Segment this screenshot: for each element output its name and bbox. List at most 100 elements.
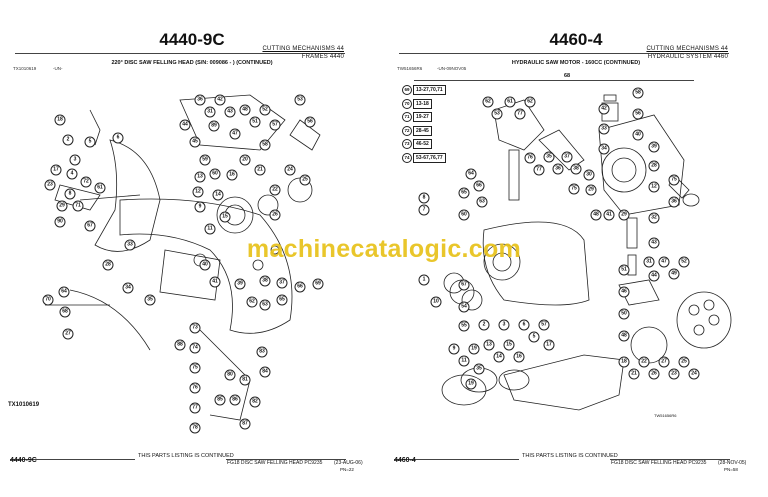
footer-info: FG18 DISC SAW FELLING HEAD PC9235 [227, 460, 323, 466]
figure-label: TW51656R6 [654, 413, 677, 418]
callout-number: 63 [476, 196, 488, 208]
callout-number: 40 [199, 259, 211, 271]
callout-number: 40 [632, 129, 644, 141]
callout-number: 89 [208, 120, 220, 132]
page-title: 4460-4 [549, 30, 603, 49]
footer-date: (23-AUG-06) [334, 460, 363, 466]
callout-number: 12 [648, 181, 660, 193]
callout-number: 22 [638, 356, 650, 368]
callout-number: 47 [229, 128, 241, 140]
callout-number: 45 [189, 136, 201, 148]
footer-date: (28-NOV-05) [718, 460, 747, 466]
callout-number: 29 [618, 209, 630, 221]
callout-number: 51 [618, 264, 630, 276]
callout-number: 77 [514, 108, 526, 120]
callout-number: 76 [189, 382, 201, 394]
footer-pn: PN=22 [340, 467, 354, 472]
callout-number: 86 [229, 394, 241, 406]
callout-number: 16 [226, 169, 238, 181]
callout-number: 65 [276, 294, 288, 306]
callout-number: 29 [585, 184, 597, 196]
figure-subtitle: HYDRAULIC SAW MOTOR - 160CC (CONTINUED) [511, 60, 641, 66]
callout-number: 61 [94, 182, 106, 194]
callout-number: 37 [561, 151, 573, 163]
callout-number: 81 [239, 374, 251, 386]
callout-number: 41 [209, 276, 221, 288]
callout-number: 77 [533, 164, 545, 176]
header-rule [399, 53, 729, 54]
callout-number: 65 [458, 187, 470, 199]
callout-number: 68 [59, 306, 71, 318]
callout-number: 83 [256, 346, 268, 358]
callout-number: 36 [194, 94, 206, 106]
callout-number: 19 [465, 378, 477, 390]
callout-number: 38 [570, 163, 582, 175]
legend-range: 28-45 [413, 125, 432, 136]
callout-number: 36 [552, 163, 564, 175]
callout-number: 42 [598, 103, 610, 115]
callout-number: 48 [618, 330, 630, 342]
callout-number: 51 [249, 116, 261, 128]
group-label: HYDRAULIC SYSTEM 4460 [647, 54, 728, 60]
legend-range: 53-67,76,77 [413, 152, 446, 163]
callout-number: 62 [524, 96, 536, 108]
callout-number: 64 [58, 286, 70, 298]
callout-number: 75 [189, 362, 201, 374]
callout-number: 56 [304, 116, 316, 128]
callout-number: 24 [284, 164, 296, 176]
callout-number: 11 [204, 223, 216, 235]
footer-page-id: 4460-4 [394, 457, 416, 464]
callout-number: 11 [458, 355, 470, 367]
callout-number: 42 [214, 94, 226, 106]
callout-number: 22 [269, 184, 281, 196]
callout-number: 60 [209, 168, 221, 180]
callout-number: 44 [179, 119, 191, 131]
callout-number: 33 [124, 239, 136, 251]
callout-number: 15 [503, 339, 515, 351]
callout-number: 85 [214, 394, 226, 406]
callout-number: 35 [144, 294, 156, 306]
assembly-bracket [414, 80, 694, 81]
callout-number: 2 [478, 319, 490, 331]
callout-number: 12 [192, 186, 204, 198]
callout-number: 28 [648, 160, 660, 172]
callout-number: 46 [618, 286, 630, 298]
callout-number: 14 [212, 189, 224, 201]
callout-number: 4 [66, 168, 78, 180]
callout-number: 78 [189, 422, 201, 434]
callout-number: 34 [598, 143, 610, 155]
legend-number: 69 [402, 85, 412, 95]
callout-number: 53 [294, 94, 306, 106]
footer-rule-left [394, 459, 519, 460]
callout-number: 26 [648, 368, 660, 380]
callout-number: 72 [80, 176, 92, 188]
callout-number: 25 [299, 174, 311, 186]
callout-number: 58 [259, 139, 271, 151]
footer-rule-left [10, 459, 135, 460]
callout-number: 27 [658, 356, 670, 368]
callout-number: 31 [204, 106, 216, 118]
footer-info: FG18 DISC SAW FELLING HEAD PC9235 [611, 460, 707, 466]
legend-number: 73 [402, 139, 412, 149]
callout-number: 59 [199, 154, 211, 166]
callout-number: 76 [524, 152, 536, 164]
callout-number: 66 [473, 180, 485, 192]
callout-number: 7 [418, 204, 430, 216]
callout-number: 32 [648, 212, 660, 224]
page-title: 4440-9C [159, 30, 225, 49]
footer-page-id: 4440-9C [10, 457, 37, 464]
callout-number: 3 [69, 154, 81, 166]
exploded-parts-diagram [45, 94, 321, 421]
callout-number: 21 [254, 164, 266, 176]
callout-number: 84 [259, 366, 271, 378]
callout-number: 63 [259, 299, 271, 311]
callout-number: 5 [84, 136, 96, 148]
legend-range: 13-27,70,71 [413, 85, 446, 95]
callout-number: 8 [418, 192, 430, 204]
callout-number: 71 [72, 200, 84, 212]
callout-number: 88 [174, 339, 186, 351]
